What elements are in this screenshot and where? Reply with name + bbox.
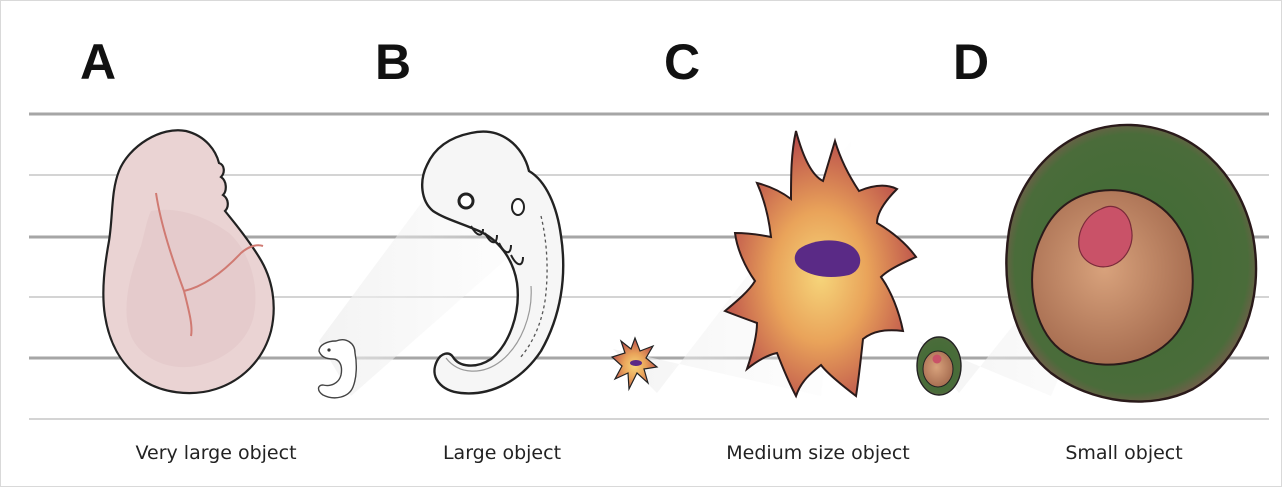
caption-small-object: Small object — [1065, 442, 1182, 464]
panel-label-c: C — [664, 37, 700, 87]
caption-very-large-object: Very large object — [135, 442, 296, 464]
caption-medium-size-object: Medium size object — [726, 442, 909, 464]
panel-label-d: D — [953, 37, 989, 87]
small-nucleus-icon — [917, 337, 961, 395]
panel-label-a: A — [80, 37, 116, 87]
tissue-illustration — [103, 130, 273, 393]
caption-large-object: Large object — [443, 442, 561, 464]
nucleus-illustration — [1006, 125, 1256, 402]
panel-label-b: B — [375, 37, 411, 87]
cell-illustration — [725, 131, 916, 396]
